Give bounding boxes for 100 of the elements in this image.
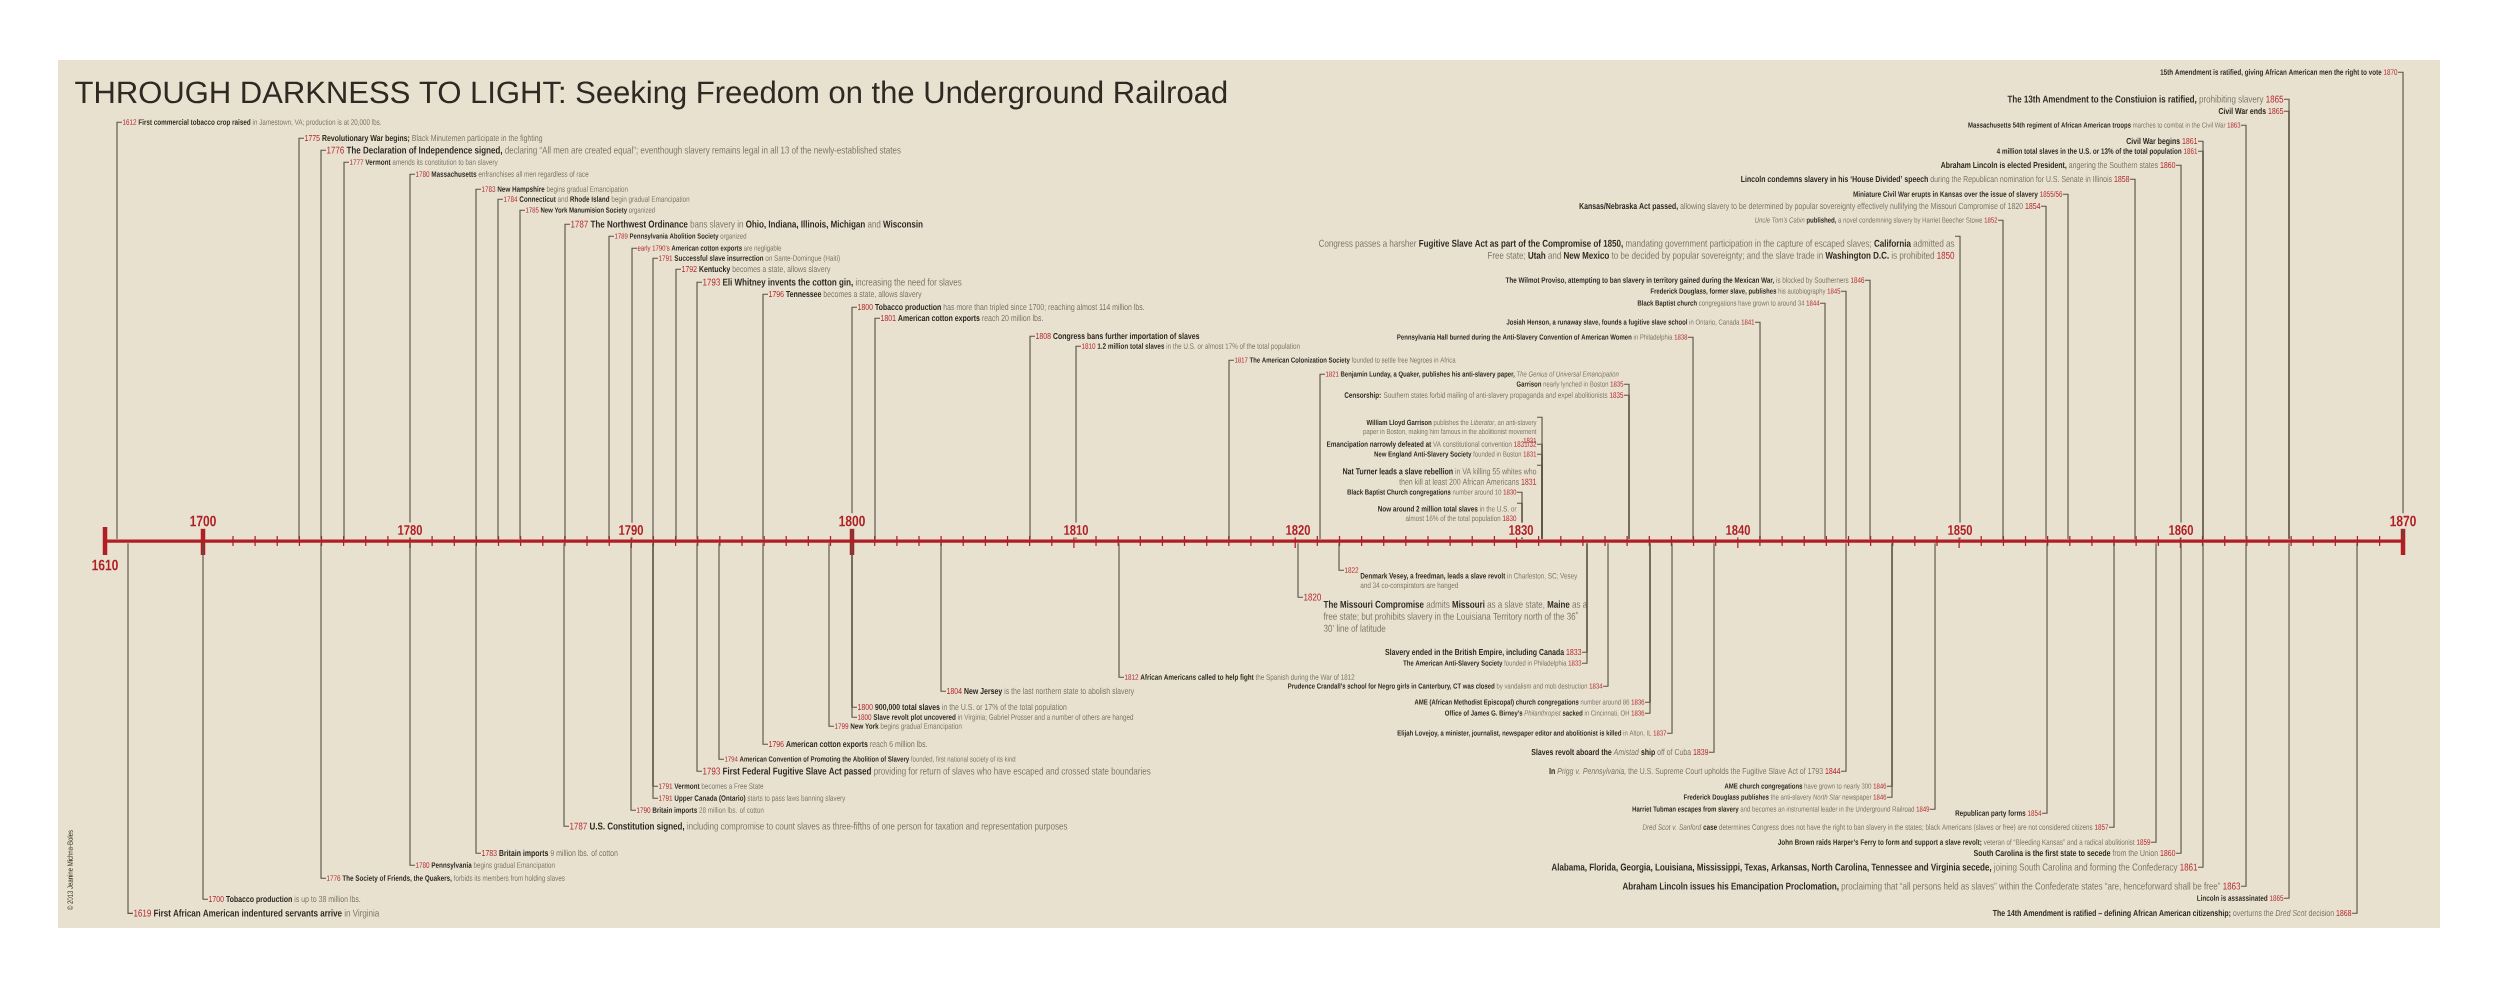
event-text: Kansas/Nebraska Act passed, allowing slavery to be determined by popular sovereignty effectively nullifying the Missouri Compromise of 1820 1854 [1579,202,2041,211]
leader-line [1228,359,1235,540]
event-text: 1783 Britain imports 9 million lbs. of cotton [482,849,618,858]
event-text: 1800 Tobacco production has more than tripled since 1700; reaching almost 114 million lbs. [858,303,1144,312]
leader-line [2397,71,2404,540]
leader-line [631,247,638,540]
leader-line [1319,373,1326,540]
leader-line [2175,164,2182,540]
event-text: Congress passes a harsher Fugitive Slave Act as part of the Compromise of 1850, mandating government participation in the capture of escaped slaves; California admitted as Free state; Utah and New Mexico to be decided by popular sovereignty; and the slave trade in Washington D.C. is prohibited 1850 [1319,239,1955,261]
event-text: Slavery ended in the British Empire, including Canada 1833 [1385,648,1582,657]
leader-line [2240,542,2247,887]
event-text: Nat Turner leads a slave rebellion in VA killing 55 whites who then kill at least 200 African Americans 1831 [1343,468,1537,485]
leader-line [1075,345,1082,540]
leader-line [762,293,769,540]
leader-line [1840,542,1847,772]
leader-line [475,542,482,854]
leader-line [2283,542,2290,899]
event-text: 1793 First Federal Fugitive Slave Act passed providing for return of slaves who have escaped and crossed state boundaries [703,767,1151,777]
event-text: Abraham Lincoln is elected President, angering the Southern states 1860 [1940,161,2176,170]
leader-line [1864,279,1871,540]
event-text: Slaves revolt aboard the Amistad ship off of Cuba 1839 [1531,748,1709,757]
event-text: 1820 The Missouri Compromise admits Missouri as a slave state, Maine as a free state; but prohibits slavery in the Louisiana Territory north of the 36˚ 30’ line of latitude [1304,593,1588,632]
leader-line [828,542,835,727]
leader-line [1338,542,1345,571]
event-text: 1800 900,000 total slaves in the U.S. or 17% of the total population [858,703,1067,712]
event-text: 1793 Eli Whitney invents the cotton gin, increasing the need for slaves [703,278,962,288]
event-text: 1700 Tobacco production is up to 38 million lbs. [209,895,361,904]
leader-line [519,209,526,540]
event-text: Alabama, Florida, Georgia, Louisiana, Mississippi, Texas, Arkansas, North Carolina, Tennessee and Virginia secede, joining South Carolina and forming the Confederacy 1861 [1551,863,2198,873]
event-text: 1808 Congress bans further importation of slaves [1036,332,1200,341]
leader-line [696,281,703,540]
event-text: 1787 U.S. Constitution signed, including compromise to count slaves as three-fifths of one person for taxation and representation purposes [570,822,1068,832]
leader-line [127,542,134,914]
leader-line [2150,542,2157,843]
leader-line [1708,542,1715,753]
timeline-axis [102,527,2406,555]
leader-line [1029,335,1036,540]
leader-line [320,542,327,879]
leader-line [475,188,482,540]
leader-line [320,149,327,540]
leader-line [2197,542,2204,868]
leader-line [116,121,123,540]
leader-line [2175,542,2182,854]
leader-line [1602,542,1609,687]
event-text: Lincoln condemns slavery in his ‘House Divided’ speech during the Republican nomination for U.S. Senate in Illinois 1858 [1741,175,2130,184]
leader-line [497,198,504,540]
leader-line [2040,205,2047,540]
leader-line [1997,219,2004,540]
leader-line [343,161,350,540]
leader-line [202,542,209,900]
leader-line [409,173,416,540]
leader-line [608,235,615,540]
leader-line [1754,321,1761,540]
leader-line [630,542,637,811]
title: THROUGH DARKNESS TO LIGHT: Seeking Freedom on the Underground Railroad [75,80,1227,110]
year-label: 1870 [2387,513,2419,529]
event-text: Civil War begins 1861 [2126,137,2198,146]
event-text: The 13th Amendment to the Constiuion is ratified, prohibiting slavery 1865 [2007,95,2284,105]
leader-line [1840,290,1847,540]
event-text: 1775 Revolutionary War begins; Black Minutemen participate in the fighting [305,134,543,143]
event-text: 1796 American cotton exports reach 6 million lbs. [769,740,927,749]
leader-line [1819,302,1826,540]
event-text: 1801 American cotton exports reach 20 million lbs. [881,314,1043,323]
leader-line [762,542,769,745]
event-text: In Prigg v. Pennsylvania, the U.S. Supreme Court upholds the Fugitive Slave Act of 1793 1844 [1549,767,1841,776]
leader-line [1929,542,1936,810]
leader-line [564,223,571,540]
event-text: 1619 First African American indentured servants arrive in Virginia [134,909,380,919]
leader-line [2108,542,2115,828]
leader-line [652,257,659,540]
leader-line [675,268,682,540]
leader-line [851,306,858,540]
event-text: Civil War ends 1865 [2218,107,2284,115]
leader-line [563,542,570,827]
leader-line [1118,542,1125,678]
leader-line [298,137,305,540]
event-text: Abraham Lincoln issues his Emancipation Proclomation, proclaiming that “all persons held as slaves” within the Confederate states “are, henceforward shall be free” 1863 [1622,882,2241,892]
leader-line [718,542,725,760]
year-label: 1610 [89,557,121,573]
leader-line [696,542,703,772]
event-text: South Carolina is the first state to secede from the Union 1860 [1973,849,2176,857]
event-text: 1792 Kentucky becomes a state, allows slavery [682,265,831,274]
year-label: 1800 [836,513,868,529]
event-text: 1776 The Declaration of Independence signed, declaring “All men are created equal”; eventhough slavery remains legal in all 13 of the newly-established states [327,146,901,156]
leader-line [2129,178,2136,540]
leader-line [2041,542,2048,814]
event-text: 1796 Tennessee becomes a state, allows slavery [769,290,922,299]
leader-line [2351,542,2358,914]
leader-line [2240,124,2247,540]
year-label: 1700 [187,513,219,529]
leader-line [1954,235,1961,540]
leader-line [1687,336,1694,540]
leader-line [940,542,947,692]
leader-line [874,317,881,540]
event-text: The 14th Amendment is ratified – defining African American citizenship; overturns the Dred Scot decision 1868 [1992,909,2352,918]
event-text: 1804 New Jersey is the last northern state to abolish slavery [947,687,1135,696]
leader-line [1297,542,1304,598]
leader-line [409,542,416,866]
leader-line [2062,193,2069,540]
leader-line [1666,542,1673,734]
